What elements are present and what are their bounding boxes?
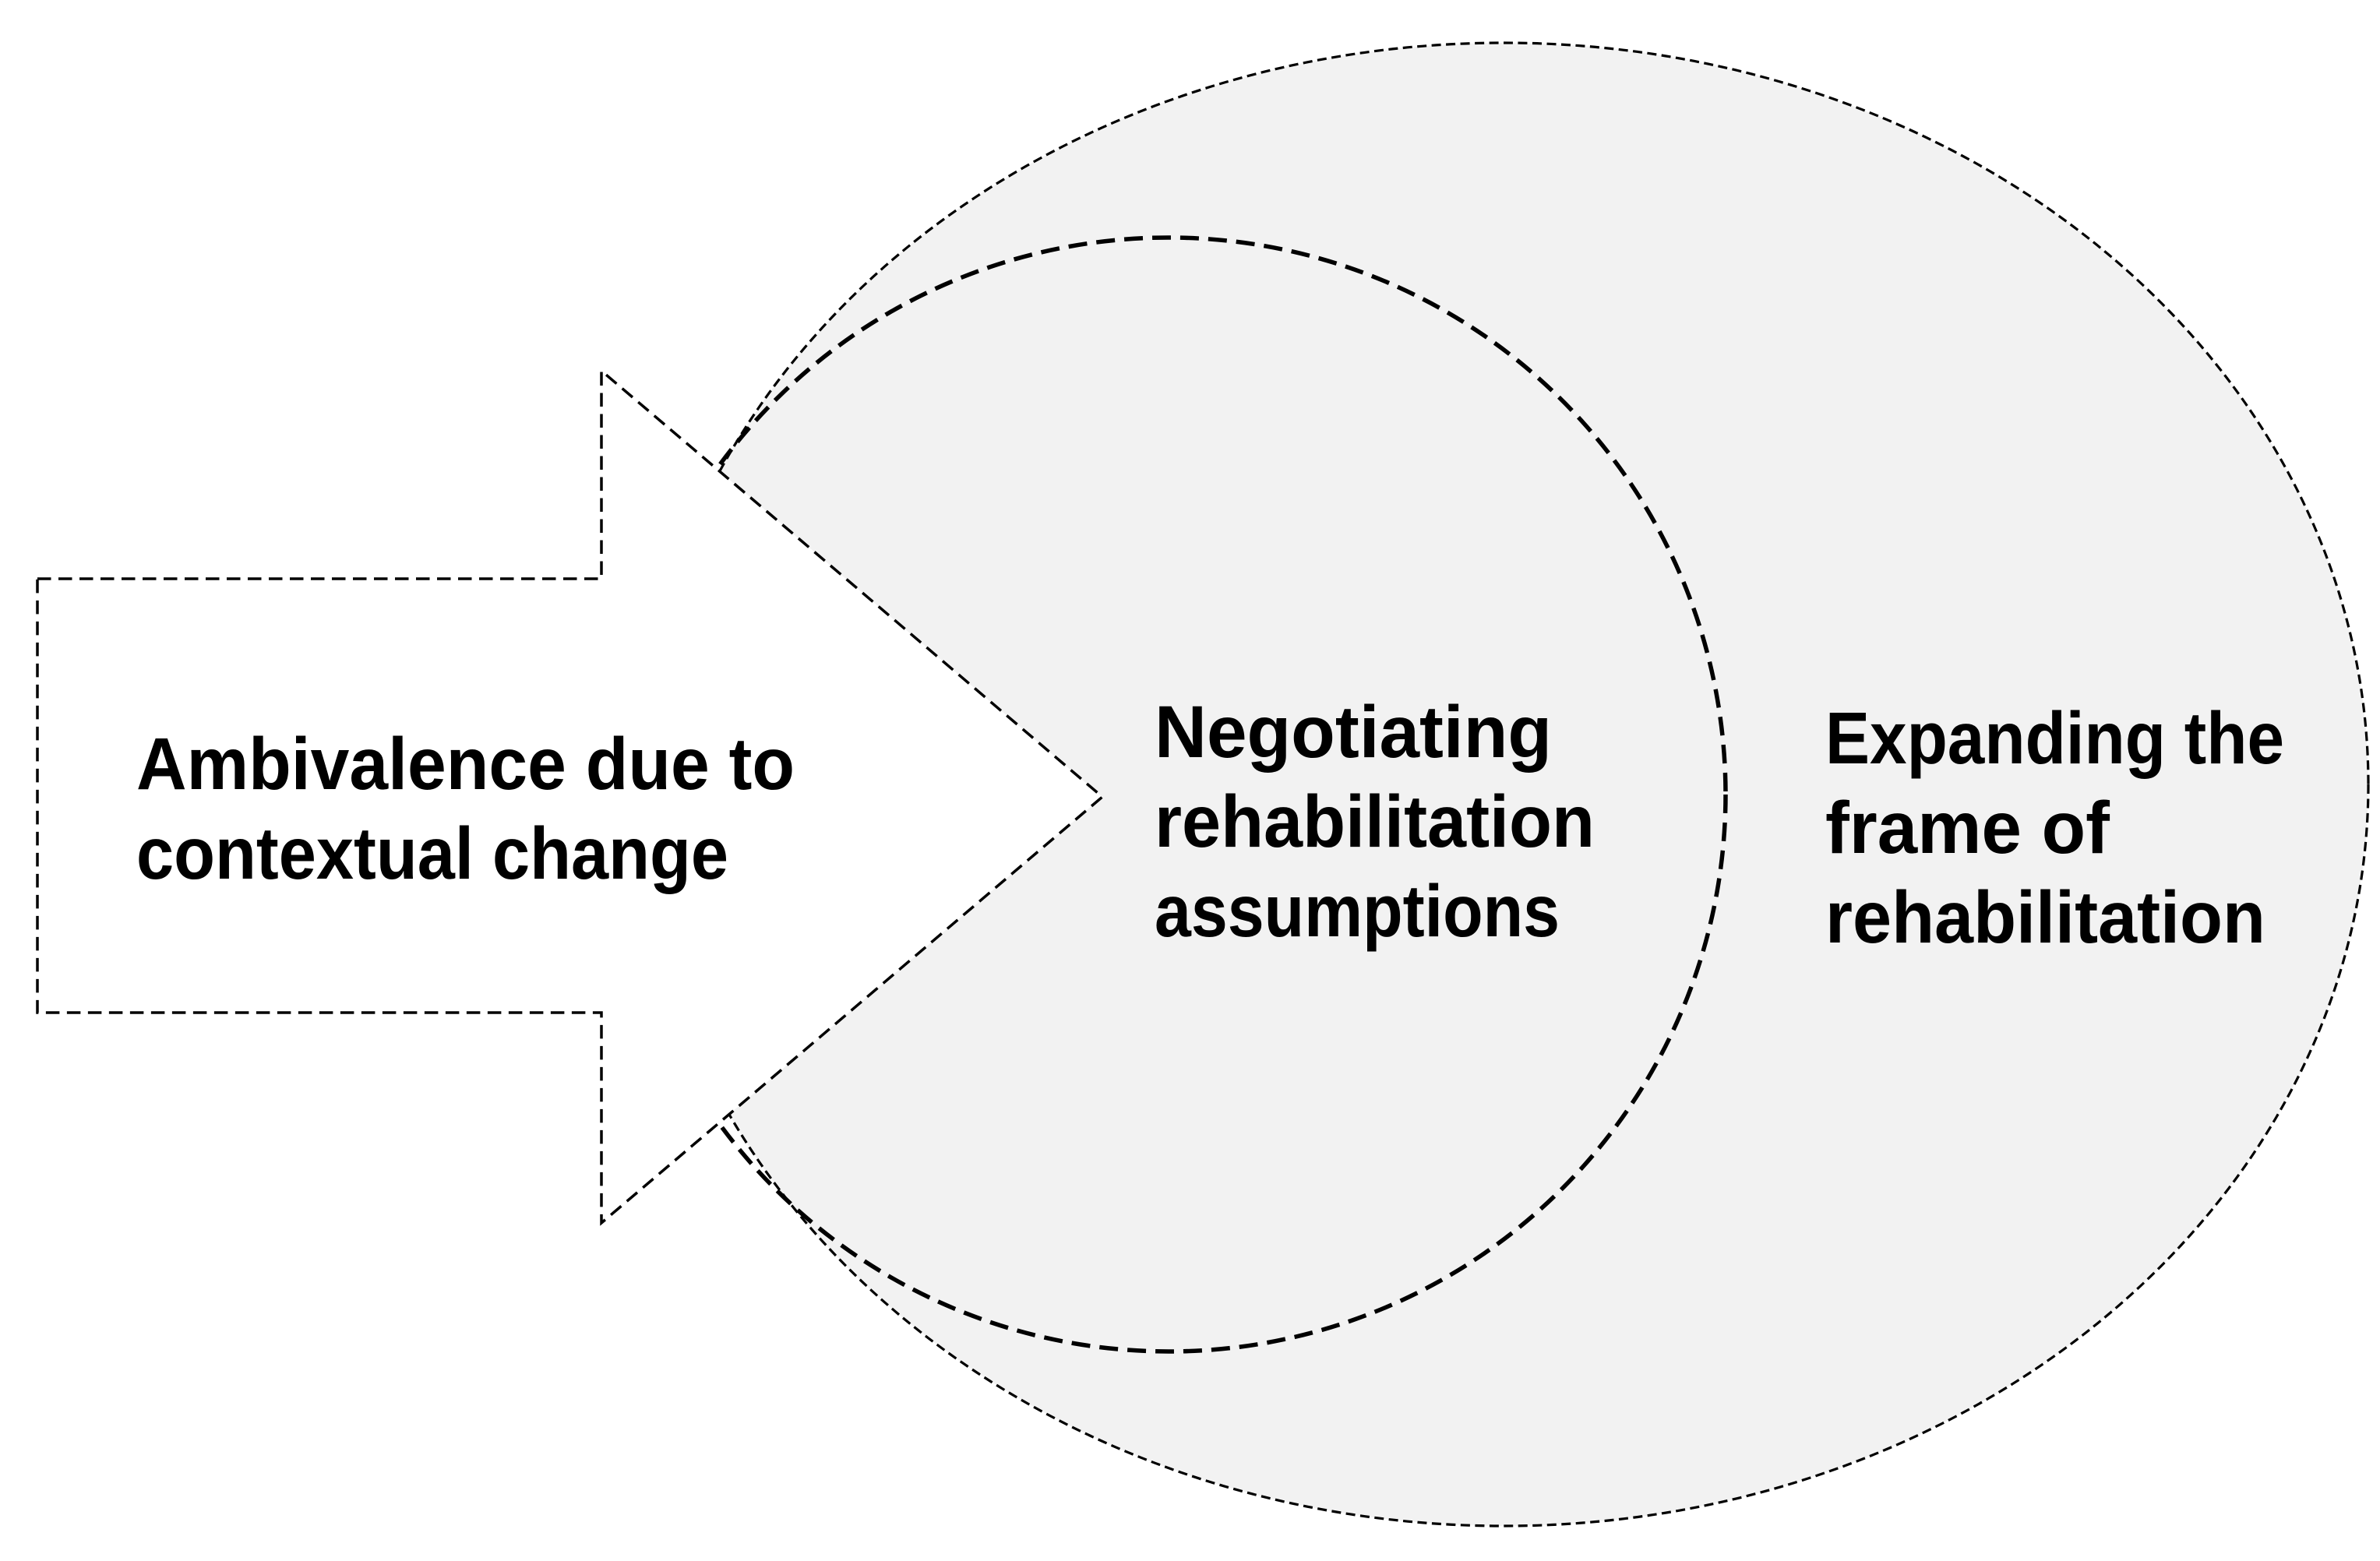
inner-circle-label-line: Negotiating xyxy=(1155,691,1552,773)
arrow-label-line: Ambivalence due to xyxy=(136,723,795,805)
outer-ellipse-label-line: rehabilitation xyxy=(1825,876,2265,959)
inner-circle-label-line: rehabilitation xyxy=(1155,780,1595,863)
arrow-shape xyxy=(36,368,1105,1226)
outer-ellipse-label-line: frame of xyxy=(1825,787,2110,869)
arrow-label-line: contextual change xyxy=(136,812,728,895)
outer-ellipse-label: Expanding the frame of rehabilitation xyxy=(1825,697,2284,959)
inner-circle-label-line: assumptions xyxy=(1155,870,1560,953)
outer-ellipse-label-line: Expanding the xyxy=(1825,697,2284,780)
inner-circle-label: Negotiating rehabilitation assumptions xyxy=(1155,691,1595,953)
arrow-label: Ambivalence due to contextual change xyxy=(136,723,795,895)
